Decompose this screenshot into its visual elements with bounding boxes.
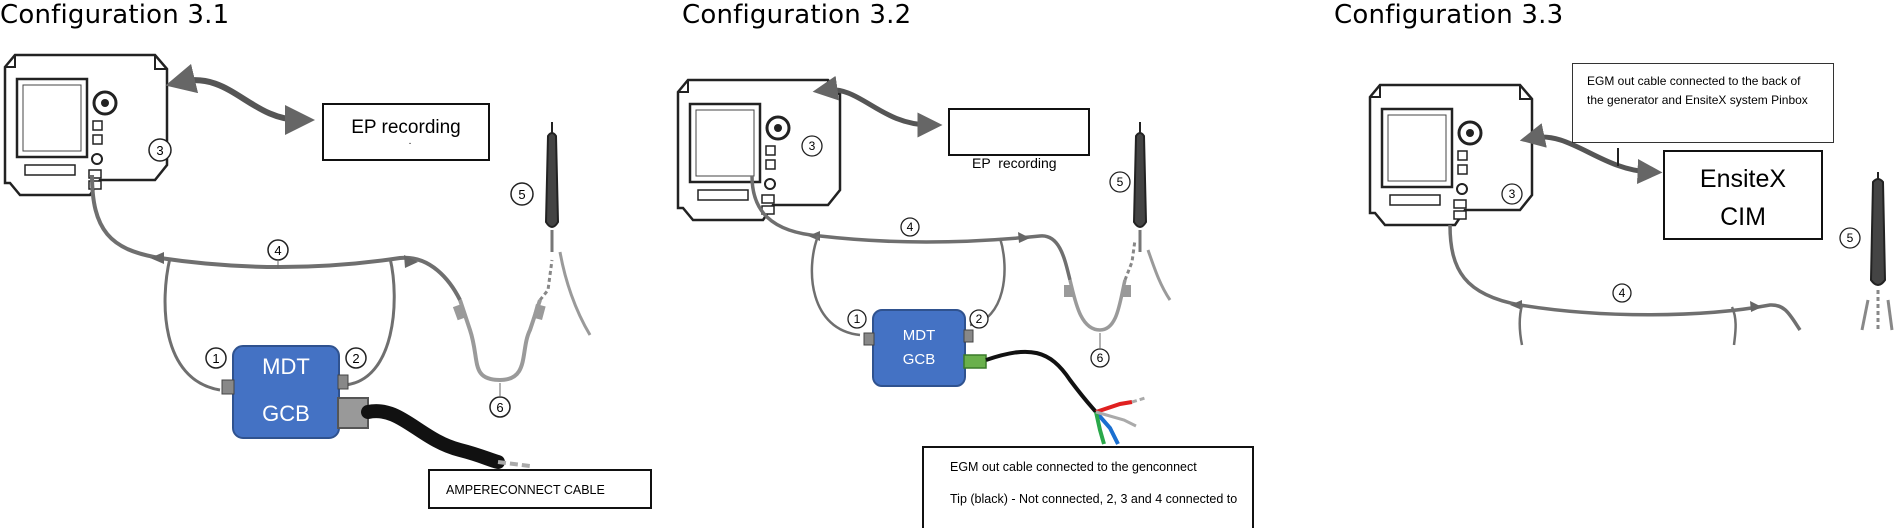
ampereconnect-label-box: AMPERECONNECT CABLE xyxy=(428,469,652,509)
egm-note-box: EGM out cable connected to the genconnec… xyxy=(922,446,1254,528)
ensitex-label: EnsiteX xyxy=(1699,165,1787,193)
gcb-label-line2: GCB xyxy=(262,401,310,426)
gcb2-label-line1: MDT xyxy=(903,327,936,344)
callout-3-2: 3 xyxy=(809,139,816,153)
callout-5: 5 xyxy=(518,187,525,202)
callout-2-2: 2 xyxy=(976,312,983,326)
egm-note3-line2: the generator and EnsiteX system Pinbox xyxy=(1587,93,1808,107)
config-3-3-title: Configuration 3.3 xyxy=(1334,0,1564,30)
generator-icon xyxy=(3,53,169,197)
egm-note-line1: EGM out cable connected to the genconnec… xyxy=(950,460,1197,474)
callout-6: 6 xyxy=(496,400,503,415)
callout-4-3: 4 xyxy=(1619,286,1626,300)
callout-4-2: 4 xyxy=(907,220,914,234)
gcb-label-line1: MDT xyxy=(262,354,310,379)
ampereconnect-cable xyxy=(361,404,505,469)
ep-recording-box: EP recording . xyxy=(322,103,490,161)
callout-6-2: 6 xyxy=(1097,351,1104,365)
config-3-1-title: Configuration 3.1 xyxy=(0,0,230,30)
cable-4 xyxy=(90,174,462,301)
generator-icon-3 xyxy=(1368,83,1534,227)
mdt-gcb-box-2 xyxy=(872,309,966,387)
double-arrow-icon-3 xyxy=(1519,123,1663,184)
ampereconnect-label: AMPERECONNECT CABLE xyxy=(446,483,605,497)
panel-1: 1 2 3 4 5 6 MDT GCB xyxy=(3,53,592,469)
callout-1-2: 1 xyxy=(854,312,861,326)
cable-6-2 xyxy=(1068,279,1127,332)
config-3-2-title: Configuration 3.2 xyxy=(682,0,912,30)
ep-recording-label-2: EP recording xyxy=(972,155,1057,171)
callout-5-3: 5 xyxy=(1847,231,1854,245)
egm-note-line2: Tip (black) - Not connected, 2, 3 and 4 … xyxy=(950,492,1238,506)
cable-6 xyxy=(458,299,542,383)
panel-2: 1 2 3 4 5 6 MDT GCB xyxy=(676,75,1172,445)
ep-recording-label: EP recording xyxy=(351,117,461,138)
callout-3: 3 xyxy=(156,143,163,158)
egm-note-box-3: EGM out cable connected to the back of t… xyxy=(1572,63,1834,143)
handpiece-icon xyxy=(544,120,560,254)
panel-3: 3 4 5 xyxy=(1330,83,1900,530)
gcb2-label-line2: GCB xyxy=(903,351,936,368)
cable-4-2 xyxy=(750,175,1072,281)
ep-recording-dot: . xyxy=(408,136,412,147)
callout-4: 4 xyxy=(274,243,281,258)
double-arrow-icon xyxy=(165,63,315,135)
callout-1: 1 xyxy=(212,351,219,366)
double-arrow-icon-2 xyxy=(812,75,943,138)
cim-label: CIM xyxy=(1720,203,1766,231)
cable-4-3 xyxy=(1448,224,1802,331)
callout-5-2: 5 xyxy=(1117,175,1124,189)
ep-recording-box-2: EP recording xyxy=(948,108,1090,171)
callout-2: 2 xyxy=(352,351,359,366)
ensitex-cim-box: EnsiteX CIM xyxy=(1663,150,1823,240)
egm-note3-line1: EGM out cable connected to the back of xyxy=(1587,74,1801,88)
egm-out-cable xyxy=(985,349,1098,414)
handpiece-icon-2 xyxy=(1132,120,1148,254)
callout-3-3: 3 xyxy=(1509,187,1516,201)
